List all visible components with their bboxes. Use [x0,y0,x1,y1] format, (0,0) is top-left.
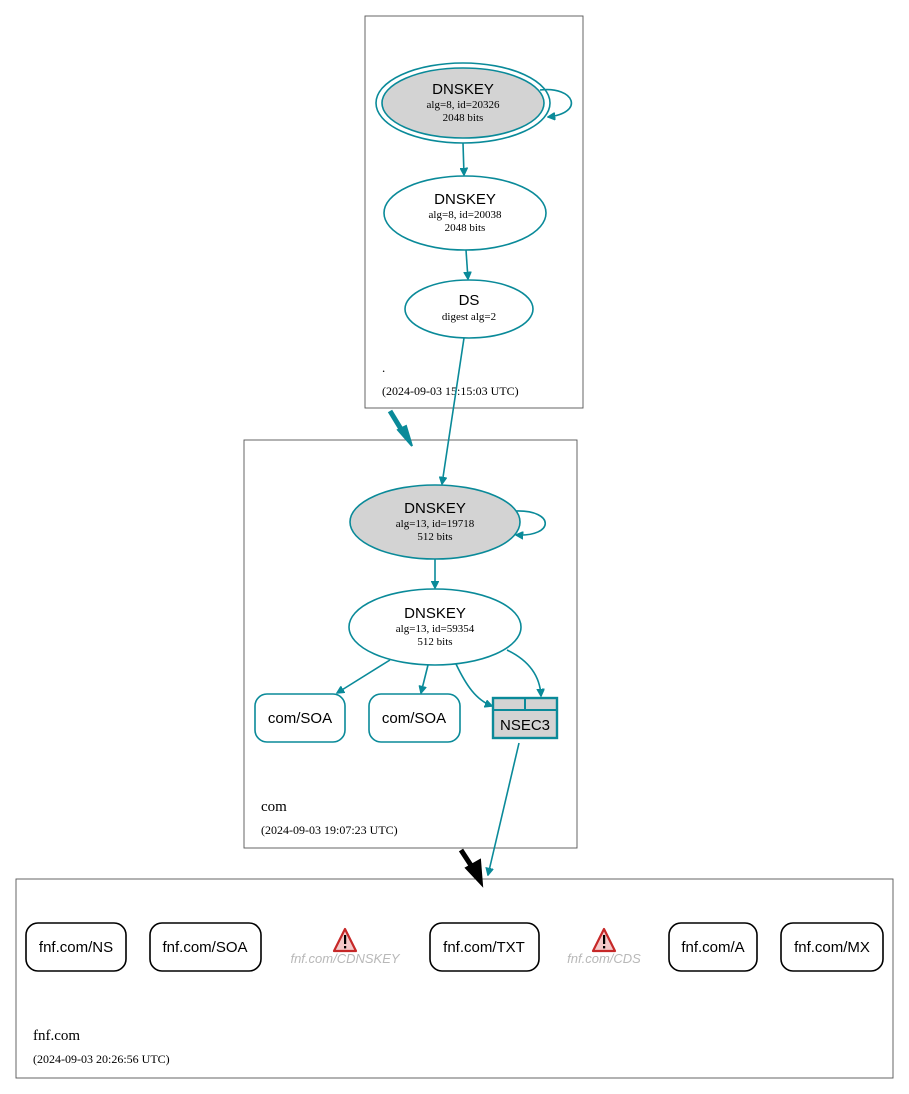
fnf-a-label: fnf.com/A [681,939,744,956]
warning-triangle-icon [332,927,358,953]
com-soa1-label: com/SOA [268,710,332,727]
zone-com-timestamp: (2024-09-03 19:07:23 UTC) [261,823,398,837]
root-ksk-self-edge [539,88,573,117]
root-ksk-title: DNSKEY [432,81,494,98]
com-zsk-to-nsec3-edge-2 [506,649,541,696]
root-ds-digest: digest alg=2 [442,311,496,323]
com-zsk-to-soa1-edge [337,659,391,693]
fnf-soa-label: fnf.com/SOA [162,939,247,956]
root-ksk-alg: alg=8, id=20326 [427,99,500,111]
com-zsk-alg: alg=13, id=59354 [396,623,475,635]
fnf-cdnskey-node[interactable]: fnf.com/CDNSKEY [290,927,401,966]
fnf-txt-label: fnf.com/TXT [443,939,525,956]
root-zsk-bits: 2048 bits [445,222,486,234]
root-ds-title: DS [459,292,480,309]
com-nsec3-label: NSEC3 [500,717,550,734]
zone-fnf-timestamp: (2024-09-03 20:26:56 UTC) [33,1052,170,1066]
com-zsk-to-nsec3-edge-1 [455,663,492,706]
root-ksk-node[interactable]: DNSKEY alg=8, id=20326 2048 bits [375,62,551,144]
root-zsk-to-ds-edge [466,249,468,279]
delegation-com-fnf-arrow [464,858,484,888]
com-ksk-self-edge [516,510,546,535]
fnf-cds-label: fnf.com/CDS [567,951,641,966]
root-ksk-bits: 2048 bits [443,112,484,124]
root-zsk-node[interactable]: DNSKEY alg=8, id=20038 2048 bits [383,175,547,251]
com-ksk-title: DNSKEY [404,500,466,517]
com-zsk-node[interactable]: DNSKEY alg=13, id=59354 512 bits [348,588,522,666]
root-zsk-title: DNSKEY [434,191,496,208]
root-ds-node[interactable]: DS digest alg=2 [404,279,534,339]
fnf-mx-label: fnf.com/MX [794,939,870,956]
fnf-mx-node[interactable]: fnf.com/MX [780,922,884,972]
zone-root-timestamp: (2024-09-03 15:15:03 UTC) [382,384,519,398]
fnf-cdnskey-label: fnf.com/CDNSKEY [290,951,400,966]
com-soa2-label: com/SOA [382,710,446,727]
com-ksk-node[interactable]: DNSKEY alg=13, id=19718 512 bits [349,484,521,560]
delegation-root-com-arrow [396,424,413,447]
zone-fnf-box [15,878,894,1079]
com-soa2-node[interactable]: com/SOA [368,693,461,743]
com-ksk-alg: alg=13, id=19718 [396,518,475,530]
com-zsk-title: DNSKEY [404,605,466,622]
zone-root-name: . [382,360,385,375]
root-ksk-to-zsk-edge [463,142,464,175]
fnf-txt-node[interactable]: fnf.com/TXT [429,922,540,972]
com-ksk-bits: 512 bits [417,531,452,543]
fnf-cds-node[interactable]: fnf.com/CDS [567,927,641,966]
fnf-ns-node[interactable]: fnf.com/NS [25,922,127,972]
fnf-soa-node[interactable]: fnf.com/SOA [149,922,262,972]
com-zsk-bits: 512 bits [417,636,452,648]
fnf-a-node[interactable]: fnf.com/A [668,922,758,972]
ds-to-com-ksk-edge [442,337,465,484]
com-zsk-to-soa2-edge [421,664,429,693]
warning-triangle-icon [591,927,617,953]
com-soa1-node[interactable]: com/SOA [254,693,346,743]
com-nsec3-node[interactable]: NSEC3 [491,696,559,740]
root-zsk-alg: alg=8, id=20038 [429,209,502,221]
fnf-ns-label: fnf.com/NS [39,939,113,956]
zone-com-name: com [261,799,287,815]
nsec3-to-fnf-edge [488,742,520,875]
zone-fnf-name: fnf.com [33,1028,80,1044]
